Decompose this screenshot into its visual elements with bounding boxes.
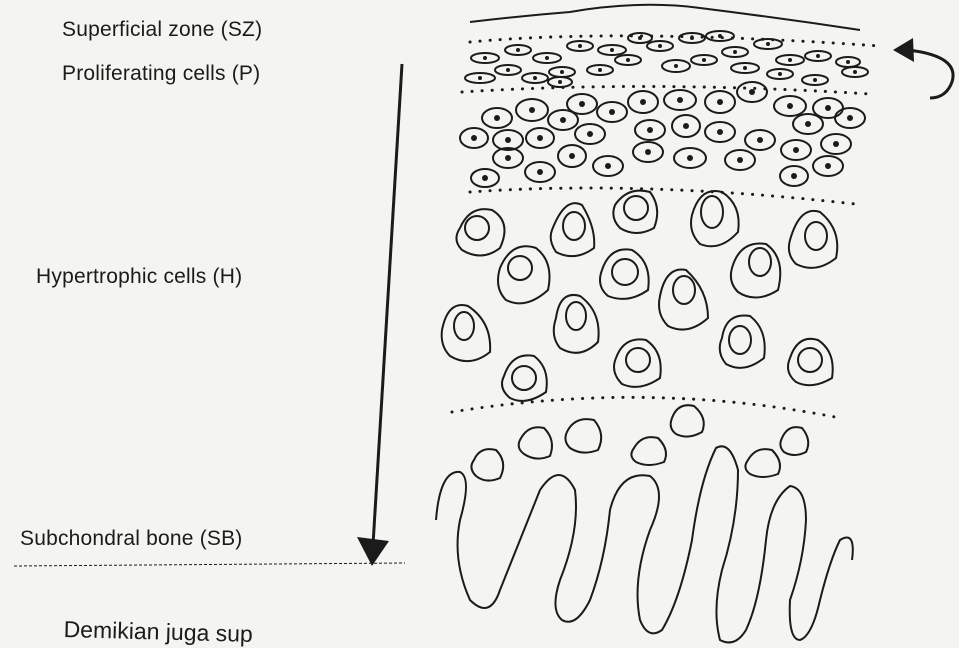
hypertrophic-cells (442, 191, 838, 401)
dotted-line-superficial (470, 36, 880, 46)
curved-arrow-icon (908, 50, 953, 98)
surface-line (470, 5, 860, 30)
dotted-line-hypertrophic-bottom (452, 397, 840, 418)
proliferating-cells (460, 82, 865, 187)
dotted-line-prolif-1 (462, 86, 870, 94)
label-underline (14, 563, 405, 566)
curved-arrowhead (893, 38, 914, 62)
arrowhead (357, 537, 389, 566)
long-down-arrow-icon (373, 64, 402, 545)
subchondral-bone-outline (436, 446, 853, 642)
dotted-line-proliferating-bottom (470, 188, 855, 204)
superficial-cells (465, 31, 868, 87)
degenerating-cells (471, 405, 808, 480)
